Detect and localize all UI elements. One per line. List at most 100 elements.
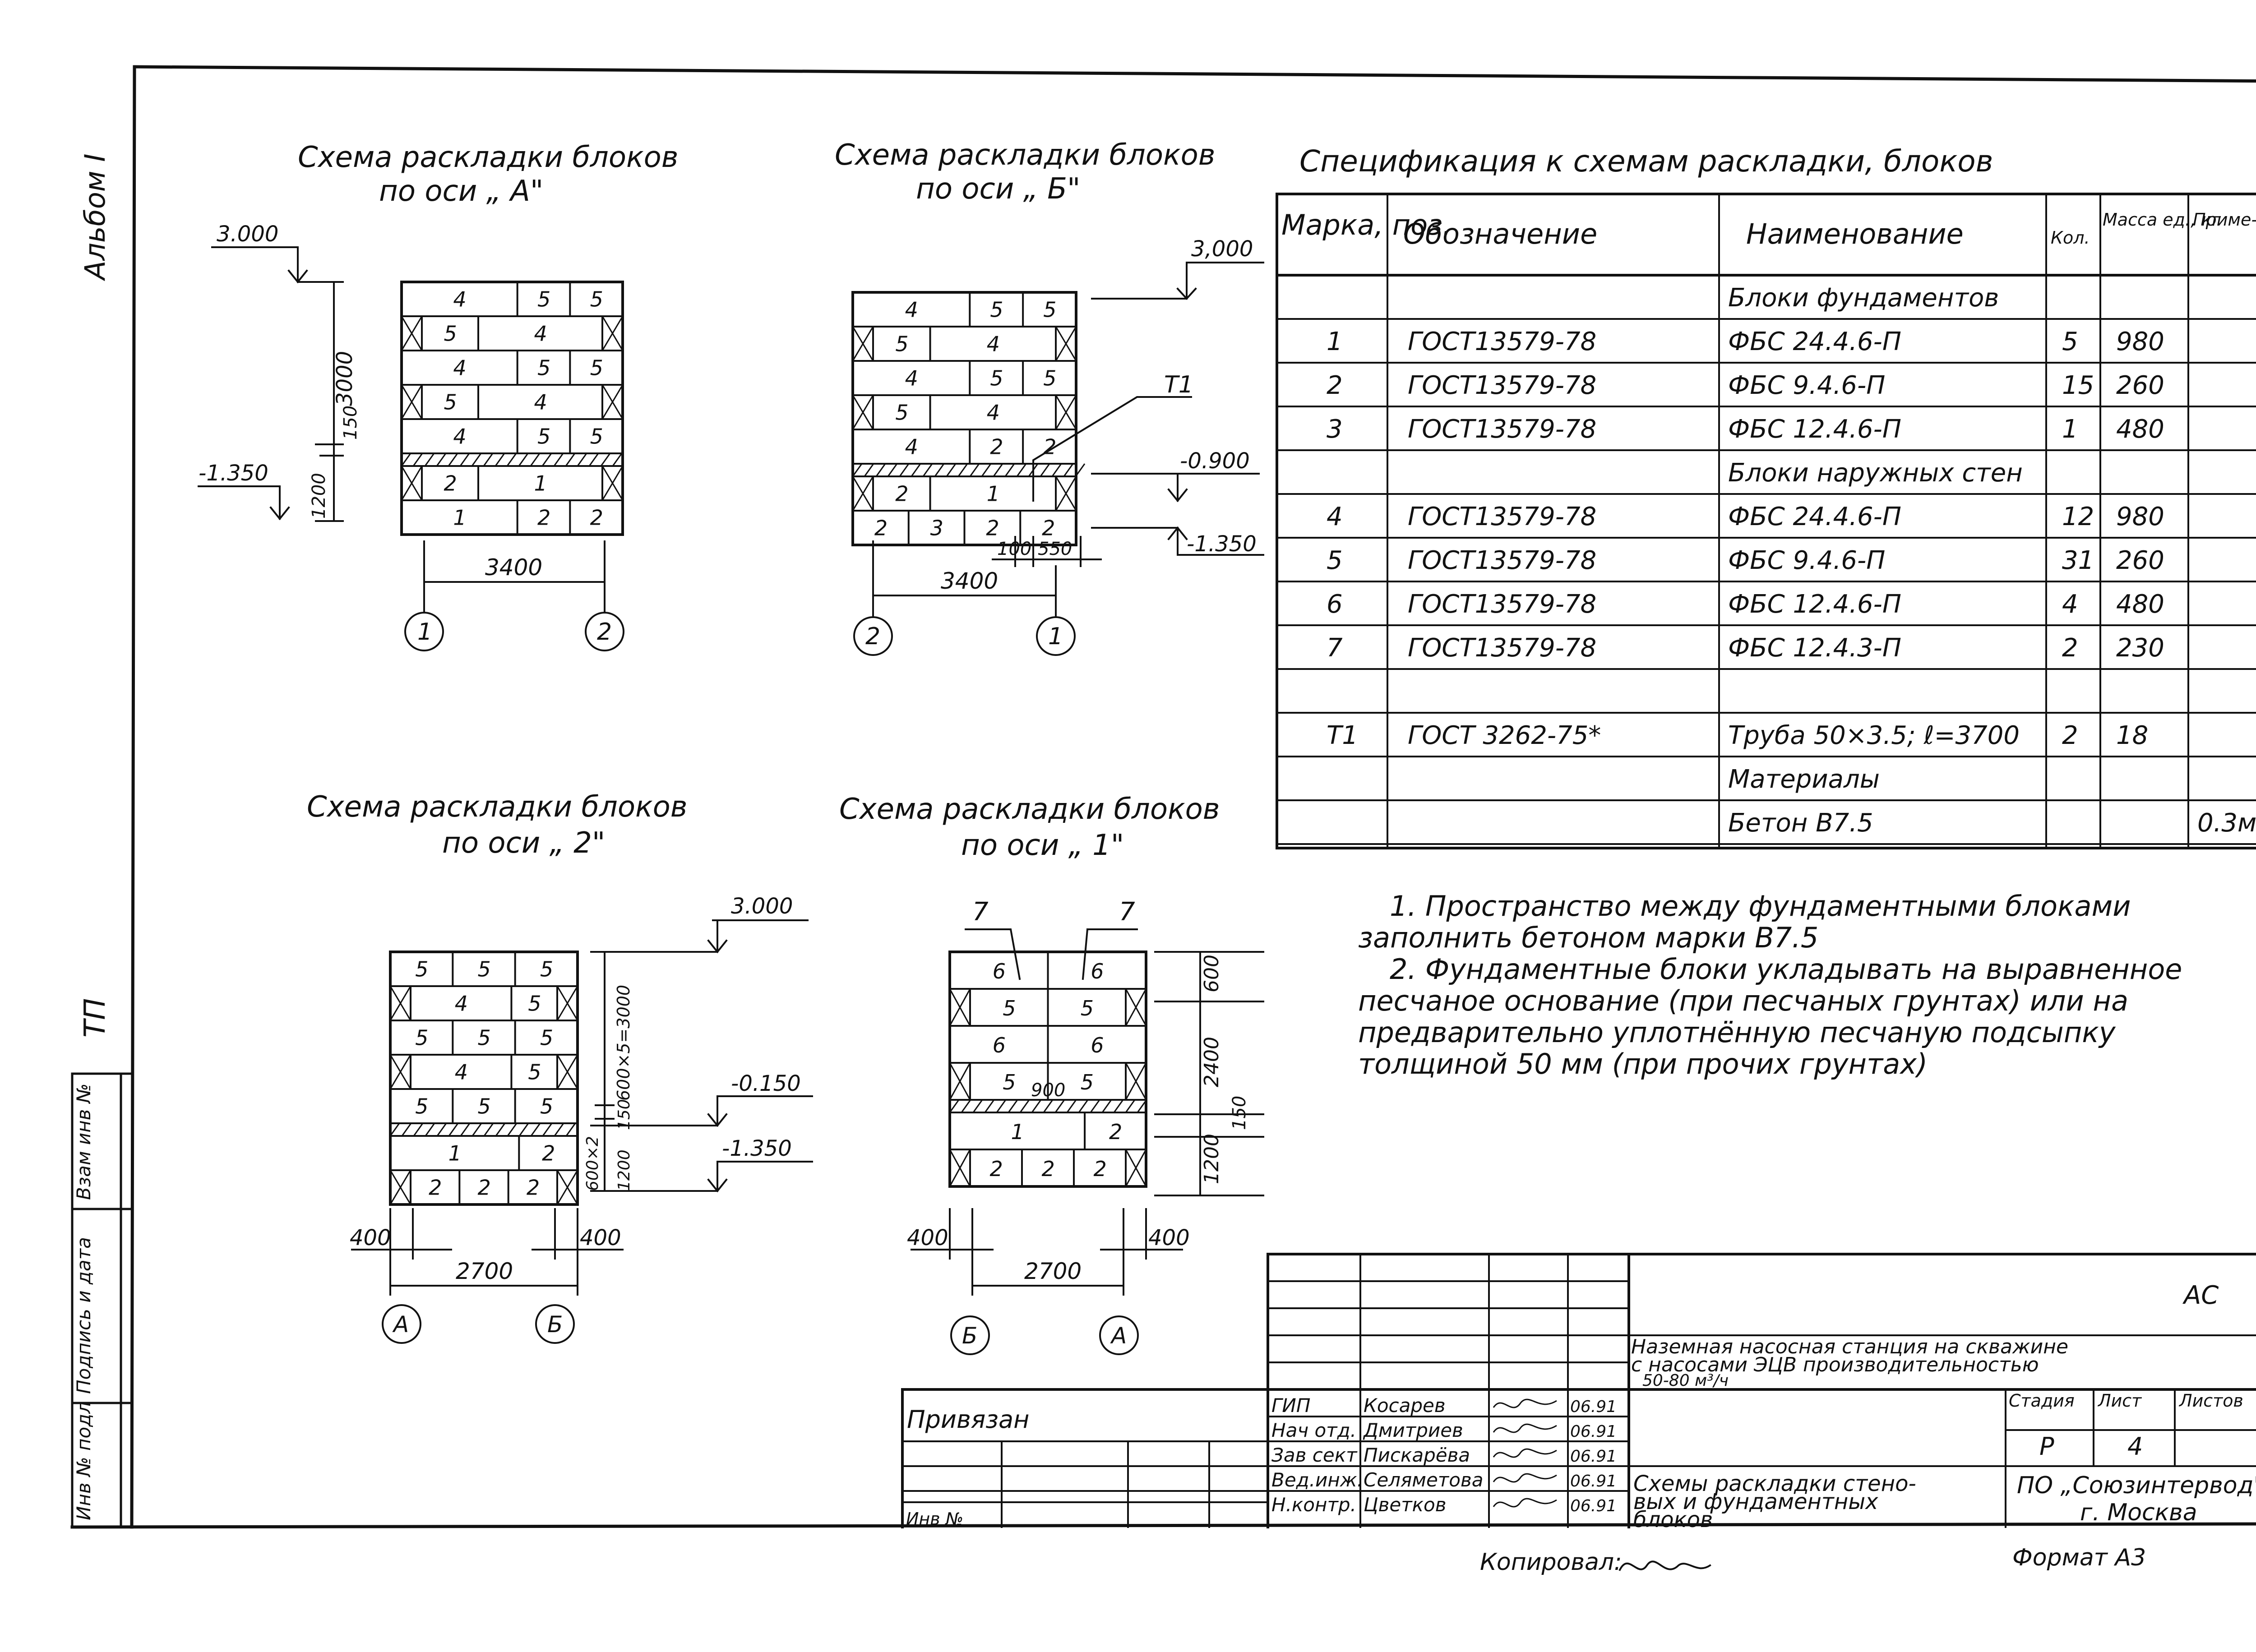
spec-cell: 3 [1327, 415, 1343, 444]
scheme-c-dim-400-left: 400 [350, 1225, 391, 1251]
scheme-c-axis-right: Б [547, 1311, 563, 1338]
cross-hatch [556, 986, 578, 1021]
scheme-c-width: 2700 [456, 1258, 513, 1284]
block-mark: 2 [1109, 1120, 1122, 1144]
stamp-org-2: г. Москва [2080, 1499, 2197, 1526]
scheme-d-axis-right: А [1110, 1323, 1127, 1349]
hatch-stroke [1043, 1099, 1054, 1113]
block-mark: 5 [415, 1026, 428, 1050]
scheme-d-width: 2700 [1024, 1258, 1082, 1284]
spec-cell: 980 [2116, 327, 2164, 356]
scheme-d-dim-400-left: 400 [907, 1225, 948, 1251]
block-mark: 5 [990, 366, 1003, 391]
spec-cell: 4 [2062, 590, 2078, 619]
spec-cell: 18 [2116, 721, 2148, 750]
spec-header-cell: Обозначение [1403, 217, 1597, 250]
note-line: толщиной 50 мм (при прочих грунтах) [1358, 1047, 1928, 1080]
scheme-c-elev-bottom: -1.350 [722, 1136, 792, 1161]
stamp-date: 06.91 [1570, 1472, 1617, 1490]
block-mark: 2 [1042, 516, 1055, 540]
scheme-d-dim-2400: 2400 [1200, 1037, 1223, 1087]
hatch-stroke [1063, 463, 1074, 477]
block-mark: 1 [987, 482, 1000, 506]
stamp-copied: Копировал: [1480, 1549, 1622, 1576]
scheme-d-dim-1200: 1200 [1200, 1134, 1223, 1184]
axis-bubble [404, 612, 444, 651]
cross-hatch [601, 316, 624, 351]
hatch-stroke [472, 1123, 482, 1136]
cross-hatch [1055, 395, 1077, 430]
spec-cell: ФБС 24.4.6-П [1728, 327, 1901, 356]
cross-hatch [852, 476, 874, 511]
hatch-stroke [495, 453, 505, 466]
hatch-stroke [436, 453, 447, 466]
hatch-stroke [412, 453, 423, 466]
block-mark: 2 [537, 506, 550, 530]
block-mark: 5 [1003, 1070, 1016, 1094]
cross-hatch [556, 1170, 578, 1205]
cross-hatch [949, 1062, 971, 1100]
hatch-stroke [969, 463, 980, 477]
spec-cell: 4 [1327, 502, 1343, 531]
hatch-stroke [448, 453, 458, 466]
spec-cell: 6 [1327, 590, 1343, 619]
hatch-stroke [1008, 1099, 1018, 1113]
scheme-b-width: 3400 [941, 568, 998, 594]
wall-outline [400, 281, 624, 536]
spec-cell: 1 [1327, 327, 1343, 356]
hatch-stroke [401, 1123, 412, 1136]
hatch-stroke [1137, 1099, 1147, 1113]
spec-cell: ФБС 24.4.6-П [1728, 502, 1901, 531]
block-mark: 5 [1043, 366, 1056, 391]
stamp-drawing-3: блоков [1633, 1507, 1713, 1532]
hatch-stroke [448, 1123, 459, 1136]
spec-cell: ГОСТ 3262-75* [1408, 721, 1601, 750]
hatch-stroke [984, 1099, 995, 1113]
spec-cell: 980 [2116, 502, 2164, 531]
block-mark: 5 [478, 1026, 491, 1050]
stamp-date: 06.91 [1570, 1422, 1617, 1441]
note-line: 1. Пространство между фундаментными блок… [1390, 890, 2131, 923]
scheme-d-dim-150: 150 [1229, 1096, 1250, 1130]
block-mark: 5 [444, 322, 457, 346]
spec-header-cell: Марка, поз. [1281, 208, 1452, 241]
stamp-sheet: 4 [2127, 1432, 2143, 1461]
block-mark: 5 [528, 992, 541, 1016]
signature [1493, 1398, 1557, 1408]
scheme-d-label-7-right: 7 [1119, 897, 1135, 927]
cross-hatch [852, 395, 874, 430]
block-mark: 5 [415, 1094, 428, 1119]
hatch-stroke [1004, 463, 1015, 477]
spec-cell: Т1 [1327, 721, 1358, 750]
hatch-stroke [911, 463, 921, 477]
spec-cell: ГОСТ13579-78 [1408, 633, 1596, 663]
block-mark: 2 [990, 435, 1003, 459]
hatch-stroke [1101, 1099, 1112, 1113]
album-label: Альбом I [79, 153, 111, 281]
stamp-role: ГИП [1271, 1394, 1310, 1417]
signature [1493, 1448, 1557, 1458]
cross-hatch [1125, 1149, 1147, 1187]
hatch-stroke [1075, 463, 1086, 477]
hatch-stroke [1016, 463, 1027, 477]
spec-cell: 260 [2116, 546, 2164, 575]
block-mark: 4 [905, 298, 918, 322]
block-mark: 5 [537, 287, 550, 312]
block-mark: 2 [1042, 1157, 1055, 1181]
note-line: песчаное основание (при песчаных грунтах… [1358, 984, 2128, 1017]
block-mark: 4 [534, 322, 547, 346]
hatch-stroke [1019, 1099, 1030, 1113]
block-mark: 1 [1011, 1120, 1024, 1144]
scheme-b-dim-100: 100 [997, 539, 1031, 559]
inv-podl-label: Инв № подл [73, 1402, 95, 1520]
block-mark: 1 [453, 506, 466, 530]
cross-hatch [401, 316, 423, 351]
block-mark: 5 [990, 298, 1003, 322]
scheme-a-axis-right: 2 [597, 618, 612, 646]
hatch-stroke [495, 1123, 506, 1136]
hatch-stroke [1054, 1099, 1065, 1113]
